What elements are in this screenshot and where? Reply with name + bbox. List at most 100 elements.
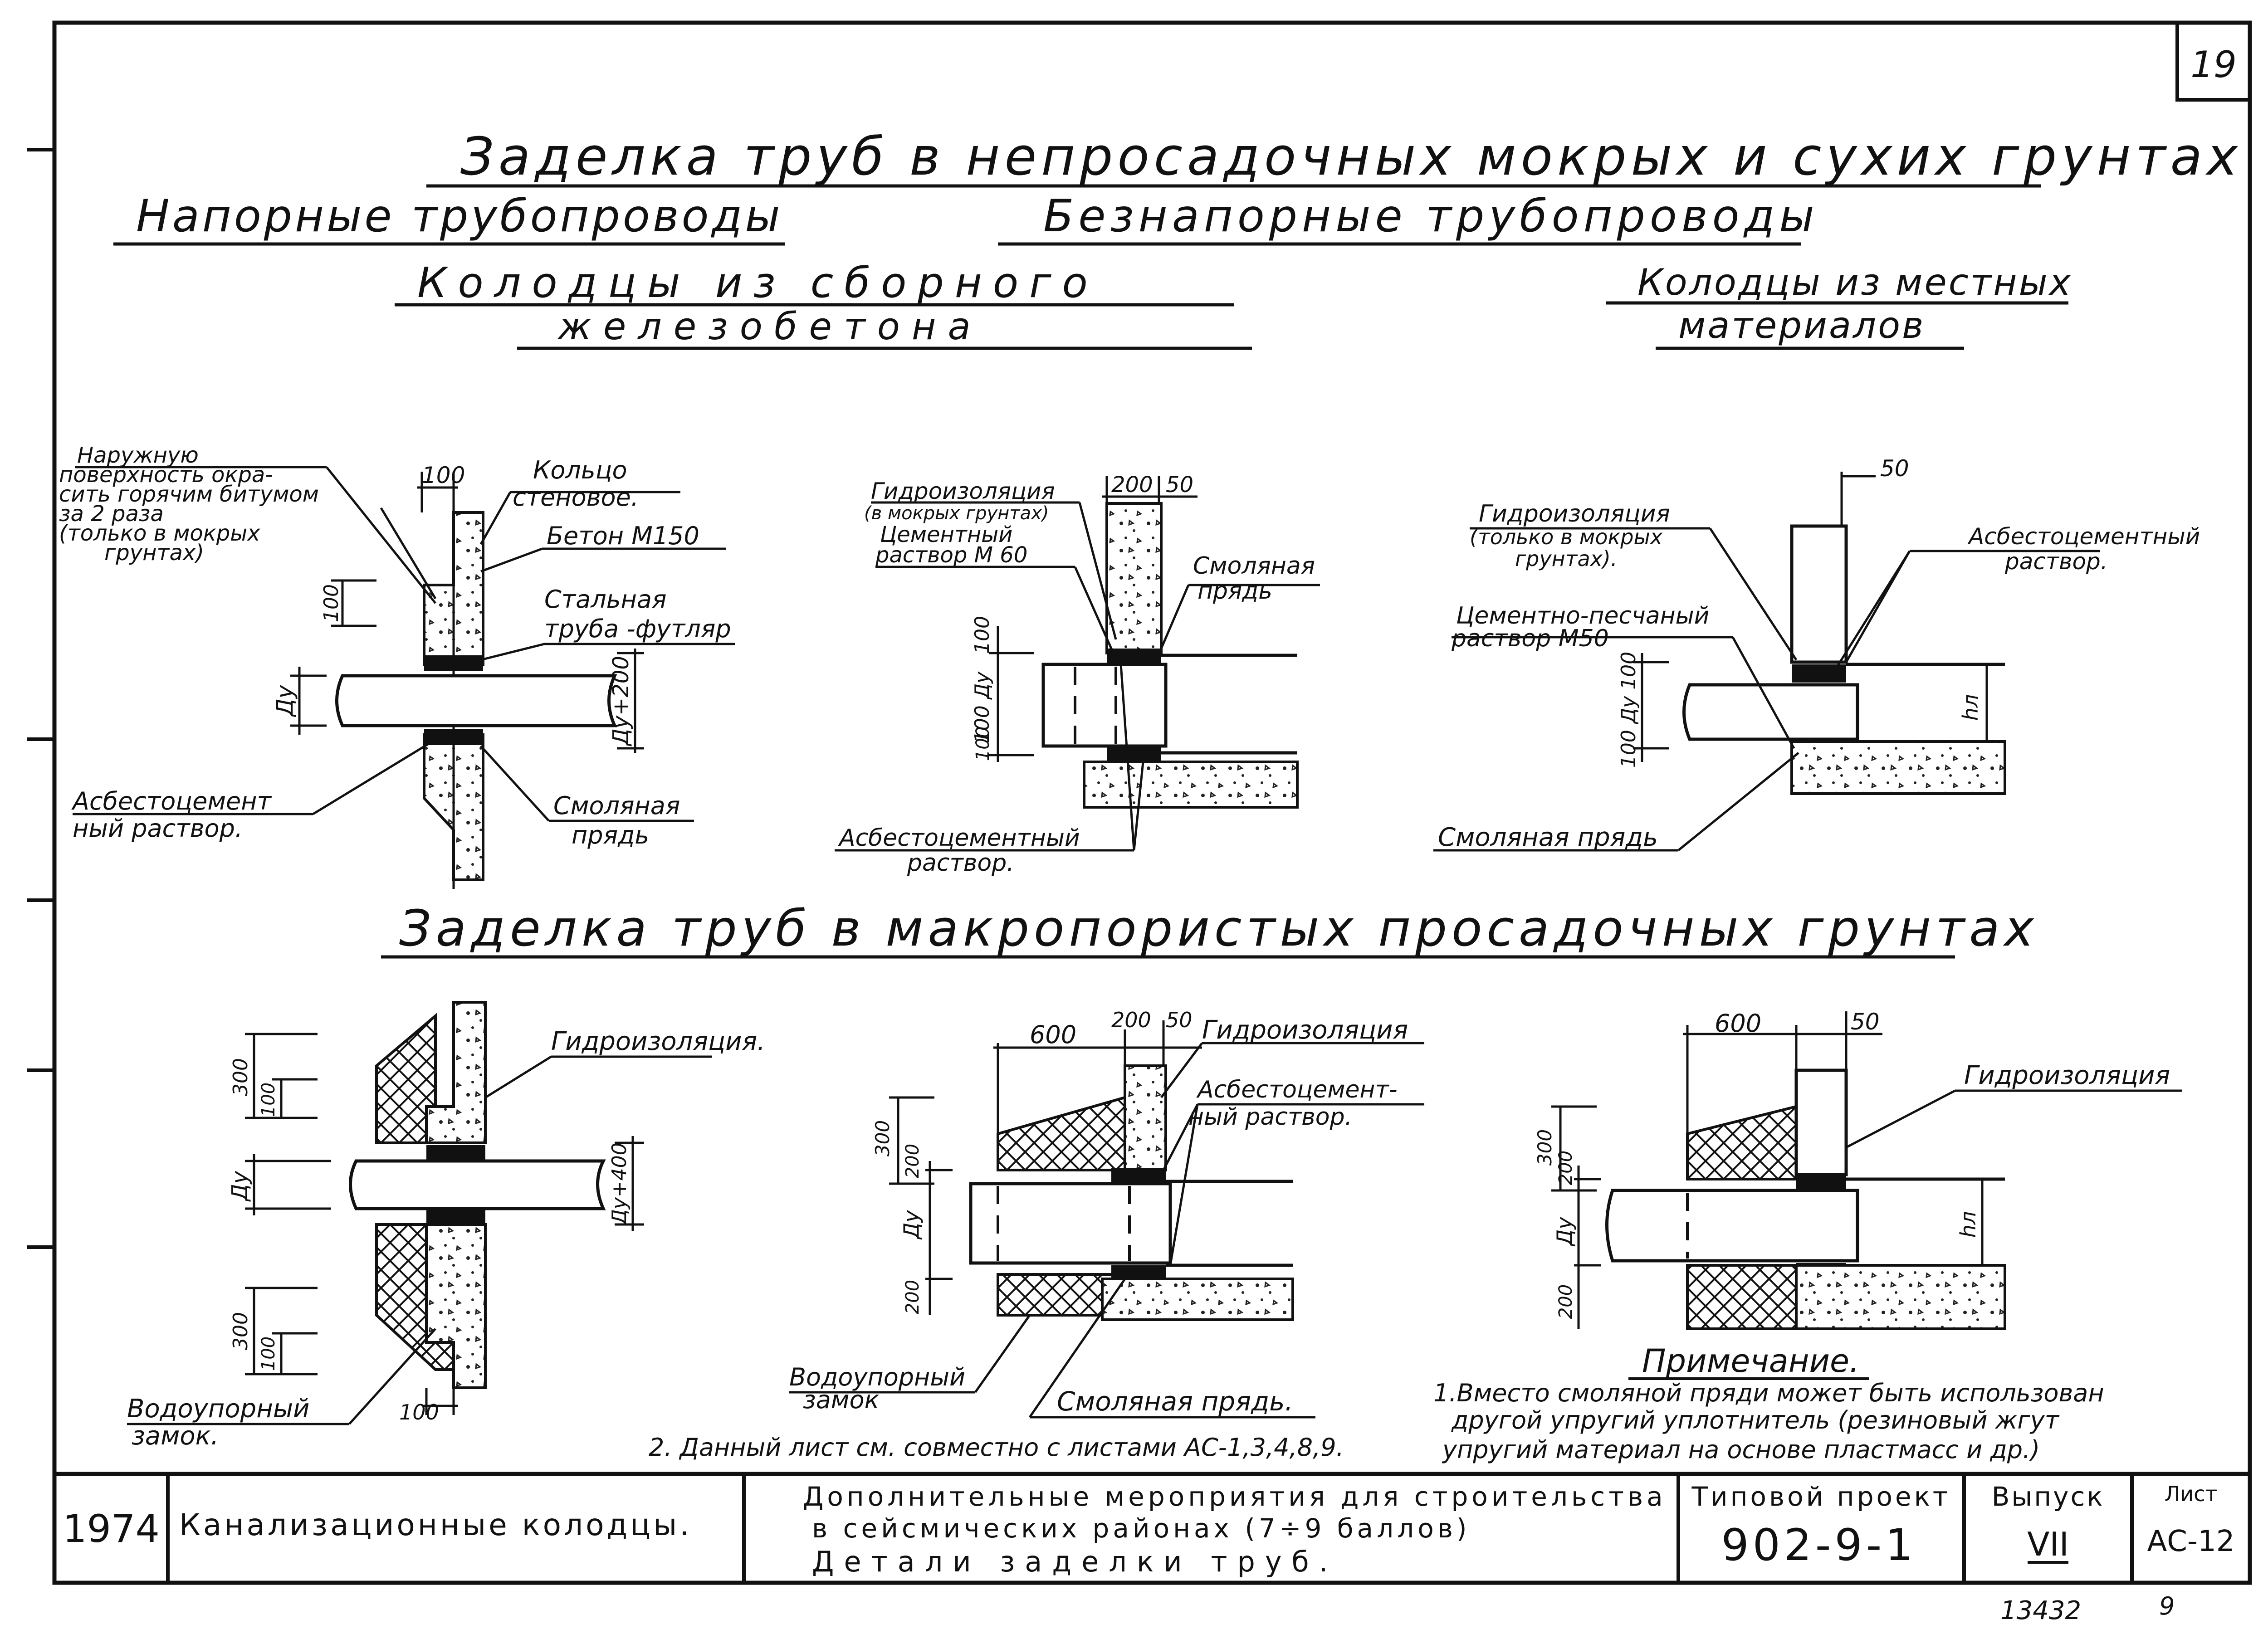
tb-subject: Канализационные колодцы. bbox=[179, 1507, 692, 1542]
fig3-tar-strand-label: Смоляная прядь bbox=[1438, 823, 1658, 852]
fig2-gravity-precast: 200 50 100 100 Ду 100 Гидроизоляция (в м… bbox=[835, 472, 1320, 877]
fig2-asbestos-label: Асбестоцементный раствор. bbox=[838, 824, 1080, 877]
tb-description-line3: Детали заделки труб. bbox=[812, 1545, 1338, 1578]
svg-text:поверхность окра-: поверхность окра- bbox=[59, 462, 273, 488]
fig5-waterproofing-label: Гидроизоляция bbox=[1202, 1015, 1408, 1045]
fig4-dim-100b: 100 bbox=[258, 1336, 279, 1371]
fig6-macroporous-local: 600 50 300 200 Ду 200 hл Гидроизоляция bbox=[1534, 1009, 2182, 1330]
svg-text:(в мокрых грунтах): (в мокрых грунтах) bbox=[864, 503, 1049, 524]
fig6-dim-hl: hл bbox=[1956, 1211, 1980, 1238]
fig6-waterproofing-label: Гидроизоляция bbox=[1964, 1061, 2170, 1090]
note1-line2: другой упругий уплотнитель (резиновый жг… bbox=[1451, 1406, 2060, 1434]
svg-text:стеновое.: стеновое. bbox=[513, 483, 639, 512]
fig4-dimensions bbox=[127, 1033, 712, 1425]
svg-text:Водоупорный: Водоупорный bbox=[789, 1363, 965, 1391]
fig6-dim-200b: 200 bbox=[1555, 1284, 1576, 1319]
svg-text:Гидроизоляция: Гидроизоляция bbox=[1479, 500, 1670, 527]
fig5-seal-top bbox=[1111, 1168, 1166, 1184]
fig6-dim-50: 50 bbox=[1851, 1009, 1880, 1035]
note1-line1: 1.Вместо смоляной пряди может быть испол… bbox=[1433, 1379, 2104, 1407]
local-title-line2: материалов bbox=[1678, 304, 1925, 346]
svg-text:Асбестоцементный: Асбестоцементный bbox=[838, 824, 1080, 852]
fig3-base bbox=[1790, 740, 2006, 795]
fig2-dim-100: 100 bbox=[971, 616, 994, 654]
tb-project-label: Типовой проект bbox=[1691, 1481, 1950, 1512]
svg-text:замок: замок bbox=[803, 1385, 880, 1414]
fig6-lock-upper bbox=[1686, 1105, 1798, 1180]
fig1-pressure-precast: 100 100 Ду Ду+200 Наружную поверхность о… bbox=[59, 443, 735, 889]
svg-text:прядь: прядь bbox=[1198, 577, 1272, 605]
fig5-asbestos-label: Асбестоцемент- ный раствор. bbox=[1188, 1076, 1398, 1131]
main-title: Заделка труб в непросадочных мокрых и су… bbox=[460, 127, 2242, 187]
fig3-dim-side: 100 Ду 100 bbox=[1617, 652, 1640, 768]
fig2-pipe bbox=[1041, 663, 1168, 748]
fig6-dim-du: Ду bbox=[1552, 1217, 1577, 1247]
pressure-title: Напорные трубопроводы bbox=[136, 190, 783, 242]
fig1-asbestos-label: Асбестоцемент ный раствор. bbox=[71, 787, 272, 843]
fig5-pipe bbox=[969, 1182, 1172, 1265]
svg-text:Асбестоцемент: Асбестоцемент bbox=[71, 787, 272, 815]
fig1-steel-pipe-label: Стальная труба -футляр bbox=[544, 585, 731, 643]
fig4-dim-du400: Ду+400 bbox=[608, 1142, 631, 1225]
fig1-dim-du: Ду bbox=[272, 684, 298, 717]
margin-ticks bbox=[27, 148, 54, 1249]
fig1-dimensions bbox=[73, 466, 735, 822]
fig2-dim-50: 50 bbox=[1166, 472, 1193, 498]
svg-text:грунтах): грунтах) bbox=[104, 540, 204, 566]
fig6-base bbox=[1795, 1264, 2006, 1330]
tb-issue-label: Выпуск bbox=[1992, 1481, 2105, 1512]
fig4-waterproofing-label: Гидроизоляция. bbox=[551, 1027, 765, 1056]
fig4-dim-300b: 300 bbox=[229, 1312, 252, 1350]
svg-text:раствор.: раствор. bbox=[907, 849, 1014, 877]
fig2-tar-strand-label: Смоляная прядь bbox=[1193, 552, 1315, 605]
fig4-wall-upper bbox=[425, 1001, 487, 1144]
fig2-dimensions bbox=[835, 476, 1320, 852]
svg-text:труба -футляр: труба -футляр bbox=[544, 615, 731, 643]
fig4-dim-100c: 100 bbox=[399, 1400, 439, 1424]
tb-project-number: 902-9-1 bbox=[1721, 1520, 1917, 1571]
fig2-dim-200: 200 bbox=[1111, 472, 1153, 498]
fig1-seal-bottom bbox=[424, 729, 483, 745]
fig2-cement-mortar-label: Цементный раствор М 60 bbox=[875, 522, 1027, 568]
tb-description-line1: Дополнительные мероприятия для строитель… bbox=[803, 1481, 1667, 1512]
local-title-line1: Колодцы из местных bbox=[1637, 261, 2072, 303]
fig2-seal-top bbox=[1107, 649, 1161, 664]
gravity-title: Безнапорные трубопроводы bbox=[1043, 190, 1819, 242]
fig5-pipe-centerline bbox=[997, 1186, 1131, 1261]
fig3-gravity-local: 50 100 Ду 100 hл Гидроизоляция (только в… bbox=[1433, 455, 2200, 852]
svg-text:раствор М 60: раствор М 60 bbox=[875, 542, 1027, 568]
fig6-lock-lower bbox=[1686, 1264, 1798, 1330]
svg-text:раствор М50: раствор М50 bbox=[1451, 625, 1609, 652]
fig4-seal-top bbox=[426, 1145, 485, 1161]
svg-text:Смоляная: Смоляная bbox=[1193, 552, 1315, 580]
sheet-number-box bbox=[2175, 23, 2250, 102]
tb-description-line2: в сейсмических районах (7÷9 баллов) bbox=[812, 1513, 1471, 1544]
svg-text:за 2 раза: за 2 раза bbox=[59, 501, 164, 527]
fig5-dimensions bbox=[789, 1020, 1424, 1419]
fig4-macroporous-pressure: 300 100 Ду Ду+400 300 100 100 Гидроизоля… bbox=[127, 1001, 765, 1451]
fig4-seal-bottom bbox=[426, 1209, 485, 1224]
svg-text:грунтах).: грунтах). bbox=[1515, 546, 1617, 571]
svg-text:Смоляная: Смоляная bbox=[553, 791, 680, 820]
notes-heading: Примечание. bbox=[1642, 1342, 1859, 1380]
svg-text:(только в мокрых: (только в мокрых bbox=[1470, 525, 1663, 549]
svg-text:сить горячим битумом: сить горячим битумом bbox=[59, 482, 319, 507]
fig6-pipe bbox=[1605, 1189, 1859, 1263]
svg-text:Стальная: Стальная bbox=[544, 585, 666, 614]
tb-sheet-code: АС-12 bbox=[2147, 1525, 2235, 1558]
fig1-pipe bbox=[335, 674, 617, 727]
fig5-dim-600: 600 bbox=[1030, 1020, 1076, 1049]
fig3-wall bbox=[1790, 524, 1848, 664]
fig2-dim-100b: 100 bbox=[973, 727, 993, 761]
title-block-frame bbox=[52, 1472, 2252, 1585]
fig5-seal-bottom bbox=[1111, 1265, 1166, 1279]
svg-text:прядь: прядь bbox=[572, 821, 649, 849]
fig5-wall bbox=[1124, 1064, 1167, 1171]
fig5-dim-200: 200 bbox=[1111, 1008, 1151, 1032]
fig5-dim-50: 50 bbox=[1166, 1008, 1193, 1032]
fig5-water-lock-label: Водоупорный замок bbox=[789, 1363, 965, 1414]
precast-title-line1: Колодцы из сборного bbox=[417, 259, 1099, 307]
fig4-dim-100a: 100 bbox=[258, 1083, 279, 1117]
fig2-pipe-centerline bbox=[1074, 667, 1117, 744]
